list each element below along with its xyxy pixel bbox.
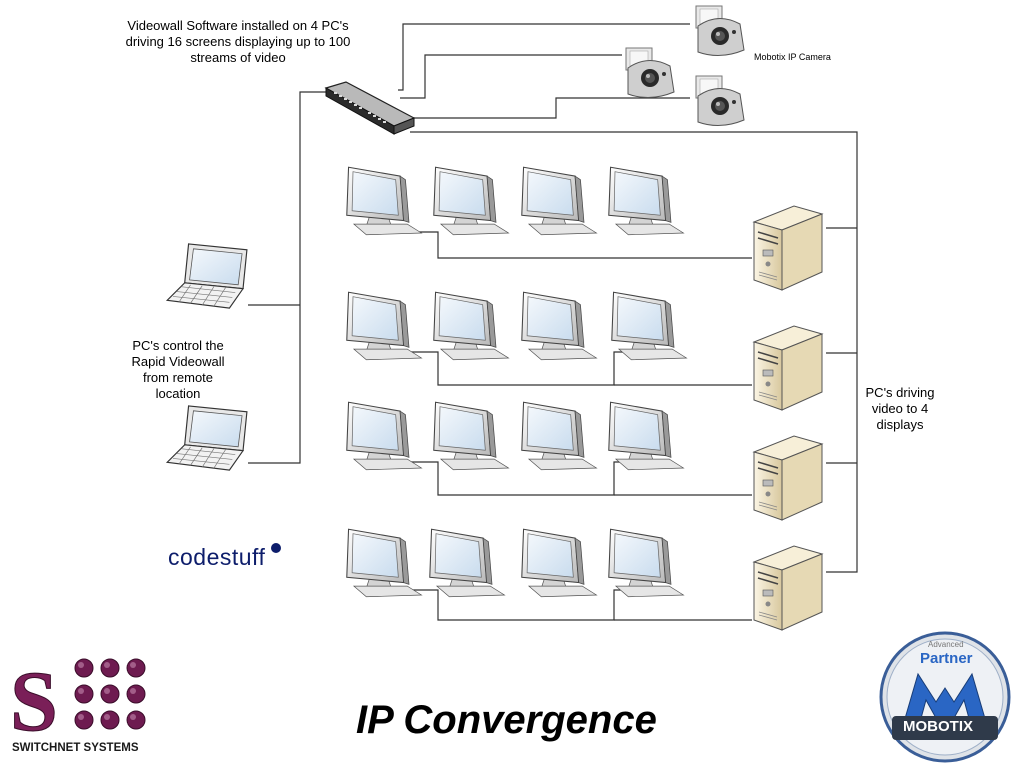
page-title: IP Convergence (356, 698, 657, 742)
mobotix-advanced-label: Advanced (928, 640, 964, 649)
caption-videowall-software: Videowall Software installed on 4 PC's d… (125, 18, 351, 65)
pc-tower-icon (750, 540, 826, 632)
monitor-icon (607, 527, 687, 599)
pc-tower-icon (750, 200, 826, 292)
camera-label: Mobotix IP Camera (754, 52, 831, 62)
mobotix-partner-label: Partner (920, 650, 973, 667)
ip-camera-icon (690, 74, 746, 130)
monitor-icon (520, 400, 600, 472)
monitor-icon (607, 165, 687, 237)
monitor-icon (345, 290, 425, 362)
monitor-icon (520, 165, 600, 237)
laptop-icon (165, 242, 253, 312)
monitor-icon (520, 290, 600, 362)
codestuff-logo: codestuff (168, 544, 266, 570)
mobotix-name: MOBOTIX (903, 718, 973, 735)
switchnet-logo: S (10, 653, 146, 742)
svg-text:S: S (10, 653, 58, 742)
pc-tower-icon (750, 430, 826, 522)
ip-camera-icon (620, 46, 676, 102)
network-switch-icon (324, 81, 416, 135)
monitor-icon (345, 165, 425, 237)
pc-tower-icon (750, 320, 826, 412)
monitor-icon (432, 400, 512, 472)
mobotix-partner-badge (879, 631, 1011, 763)
monitor-icon (345, 527, 425, 599)
ip-camera-icon (690, 4, 746, 60)
caption-remote-control: PC's control the Rapid Videowall from re… (131, 338, 225, 401)
caption-pcs-driving: PC's driving video to 4 displays (865, 385, 935, 432)
switchnet-name: SWITCHNET SYSTEMS (12, 742, 139, 754)
monitor-icon (432, 290, 512, 362)
monitor-icon (432, 165, 512, 237)
monitor-icon (345, 400, 425, 472)
monitor-icon (520, 527, 600, 599)
monitor-icon (610, 290, 690, 362)
monitor-icon (428, 527, 508, 599)
laptop-icon (165, 404, 253, 474)
monitor-icon (607, 400, 687, 472)
codestuff-dot-icon (271, 543, 281, 553)
